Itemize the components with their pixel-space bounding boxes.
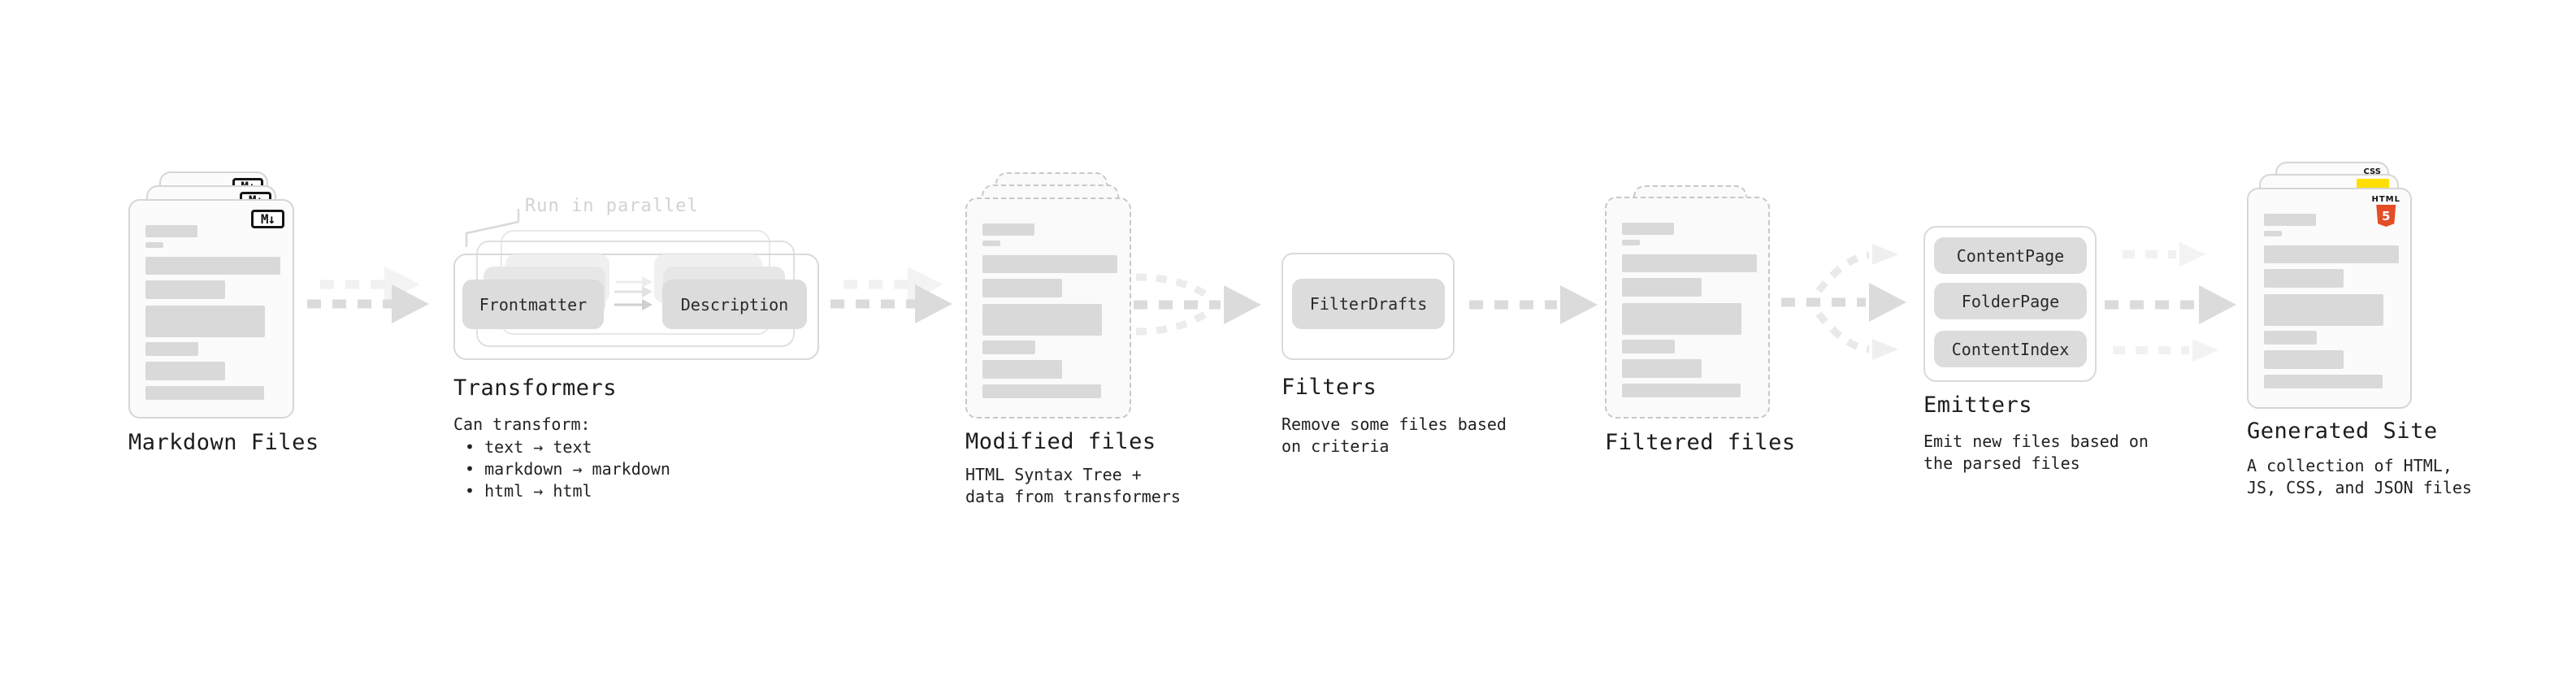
text-placeholder-bar <box>2264 375 2383 388</box>
stage-label-emitters: Emitters <box>1923 393 2033 418</box>
generated-site-caption-line: JS, CSS, and JSON files <box>2247 478 2472 497</box>
text-placeholder-bar <box>145 280 225 299</box>
fan-out-top-head <box>1872 244 1898 265</box>
filterdrafts-chip: FilterDrafts <box>1292 279 1445 329</box>
folderpage-chip: FolderPage <box>1934 283 2087 319</box>
text-placeholder-bar <box>1622 340 1675 354</box>
html5-icon: HTML 5 <box>2371 196 2400 227</box>
frontmatter-chip: Frontmatter <box>462 280 604 329</box>
text-placeholder-bar <box>1622 223 1674 235</box>
text-placeholder-bar <box>1622 384 1741 397</box>
arrow-head <box>1224 285 1261 324</box>
text-placeholder-bar <box>982 384 1101 398</box>
site-doc-front: HTML 5 <box>2247 188 2412 409</box>
html5-icon-label: HTML <box>2371 195 2400 204</box>
arrow-markdown-to-transformers <box>307 267 429 323</box>
arrow-ghost-head <box>384 267 420 302</box>
transformers-caption-title: Can transform: <box>453 414 591 434</box>
stage-label-generated-site: Generated Site <box>2247 419 2438 444</box>
fan-in-top-curve <box>1135 273 1212 301</box>
arrow-head <box>392 284 429 323</box>
stage-label-filtered-files: Filtered files <box>1605 430 1796 455</box>
text-placeholder-bar <box>145 386 264 400</box>
stage-label-transformers: Transformers <box>453 375 618 401</box>
fan-out-bottom-head <box>1872 339 1898 360</box>
run-in-parallel-annotation: Run in parallel <box>525 196 699 216</box>
text-placeholder-bar <box>982 255 1117 273</box>
arrow-filters-to-filtered <box>1469 285 1598 324</box>
text-placeholder-bar <box>2264 245 2399 263</box>
stage-label-markdown-files: Markdown Files <box>128 430 319 455</box>
description-chip: Description <box>662 280 807 329</box>
text-placeholder-bar <box>982 304 1102 336</box>
filters-caption-line: Remove some files based <box>1281 414 1507 434</box>
arrow-filtered-to-emitters <box>1781 244 1906 360</box>
stage-label-modified-files: Modified files <box>965 429 1156 454</box>
text-placeholder-bar <box>145 342 198 356</box>
text-placeholder-bar <box>982 340 1035 354</box>
text-placeholder-bar <box>982 360 1062 379</box>
text-placeholder-bar <box>982 241 1000 246</box>
arrow-emitters-to-site <box>2105 242 2236 362</box>
text-placeholder-bar <box>2264 350 2344 369</box>
text-placeholder-bar <box>1622 303 1741 335</box>
modified-files-caption-line: HTML Syntax Tree + <box>965 465 1142 484</box>
arrow-bottom-head <box>2192 339 2218 362</box>
text-placeholder-bar <box>2264 214 2316 226</box>
emitters-caption-line: Emit new files based on <box>1923 432 2149 451</box>
text-placeholder-bar <box>145 306 265 337</box>
fan-in-bottom-curve <box>1135 307 1212 336</box>
text-placeholder-bar <box>2264 294 2383 326</box>
arrow-modified-to-filters <box>1134 273 1261 336</box>
text-placeholder-bar <box>1622 359 1702 378</box>
text-placeholder-bar <box>2264 231 2282 236</box>
transformers-bullet: • markdown → markdown <box>465 459 670 479</box>
markdown-icon: M↓ <box>251 210 284 228</box>
text-placeholder-bar <box>982 279 1062 297</box>
fan-out-top-curve <box>1815 251 1870 293</box>
text-placeholder-bar <box>145 225 197 237</box>
text-placeholder-bar <box>145 257 280 275</box>
arrow-ghost-head <box>908 267 943 302</box>
arrow-head <box>1869 283 1906 322</box>
modified-files-caption-line: data from transformers <box>965 487 1181 506</box>
contentindex-chip: ContentIndex <box>1934 331 2087 367</box>
arrow-middle-head <box>2199 285 2236 324</box>
text-placeholder-bar <box>1622 278 1702 297</box>
stage-label-filters: Filters <box>1281 375 1377 400</box>
contentpage-chip: ContentPage <box>1934 237 2087 274</box>
text-placeholder-bar <box>2264 269 2344 288</box>
text-placeholder-bar <box>1622 240 1640 245</box>
fan-out-bottom-curve <box>1815 311 1870 354</box>
transformers-bullet: • html → html <box>465 481 592 501</box>
arrow-top-head <box>2179 242 2205 267</box>
arrow-head <box>915 284 952 323</box>
html5-icon-shield: 5 <box>2376 205 2396 227</box>
text-placeholder-bar <box>1622 254 1757 272</box>
text-placeholder-bar <box>145 362 225 380</box>
text-placeholder-bar <box>982 223 1034 236</box>
transformers-bullet: • text → text <box>465 437 592 457</box>
filters-caption-line: on criteria <box>1281 436 1390 456</box>
modified-doc-front <box>965 197 1131 419</box>
generated-site-caption-line: A collection of HTML, <box>2247 456 2452 475</box>
filtered-doc-front <box>1605 197 1770 419</box>
text-placeholder-bar <box>145 242 163 248</box>
markdown-doc-front: M↓ <box>128 199 294 419</box>
arrow-head <box>1560 285 1598 324</box>
text-placeholder-bar <box>2264 331 2317 345</box>
transformer-card-front <box>453 254 819 360</box>
arrow-transformers-to-modified <box>830 267 952 323</box>
emitters-caption-line: the parsed files <box>1923 453 2080 473</box>
